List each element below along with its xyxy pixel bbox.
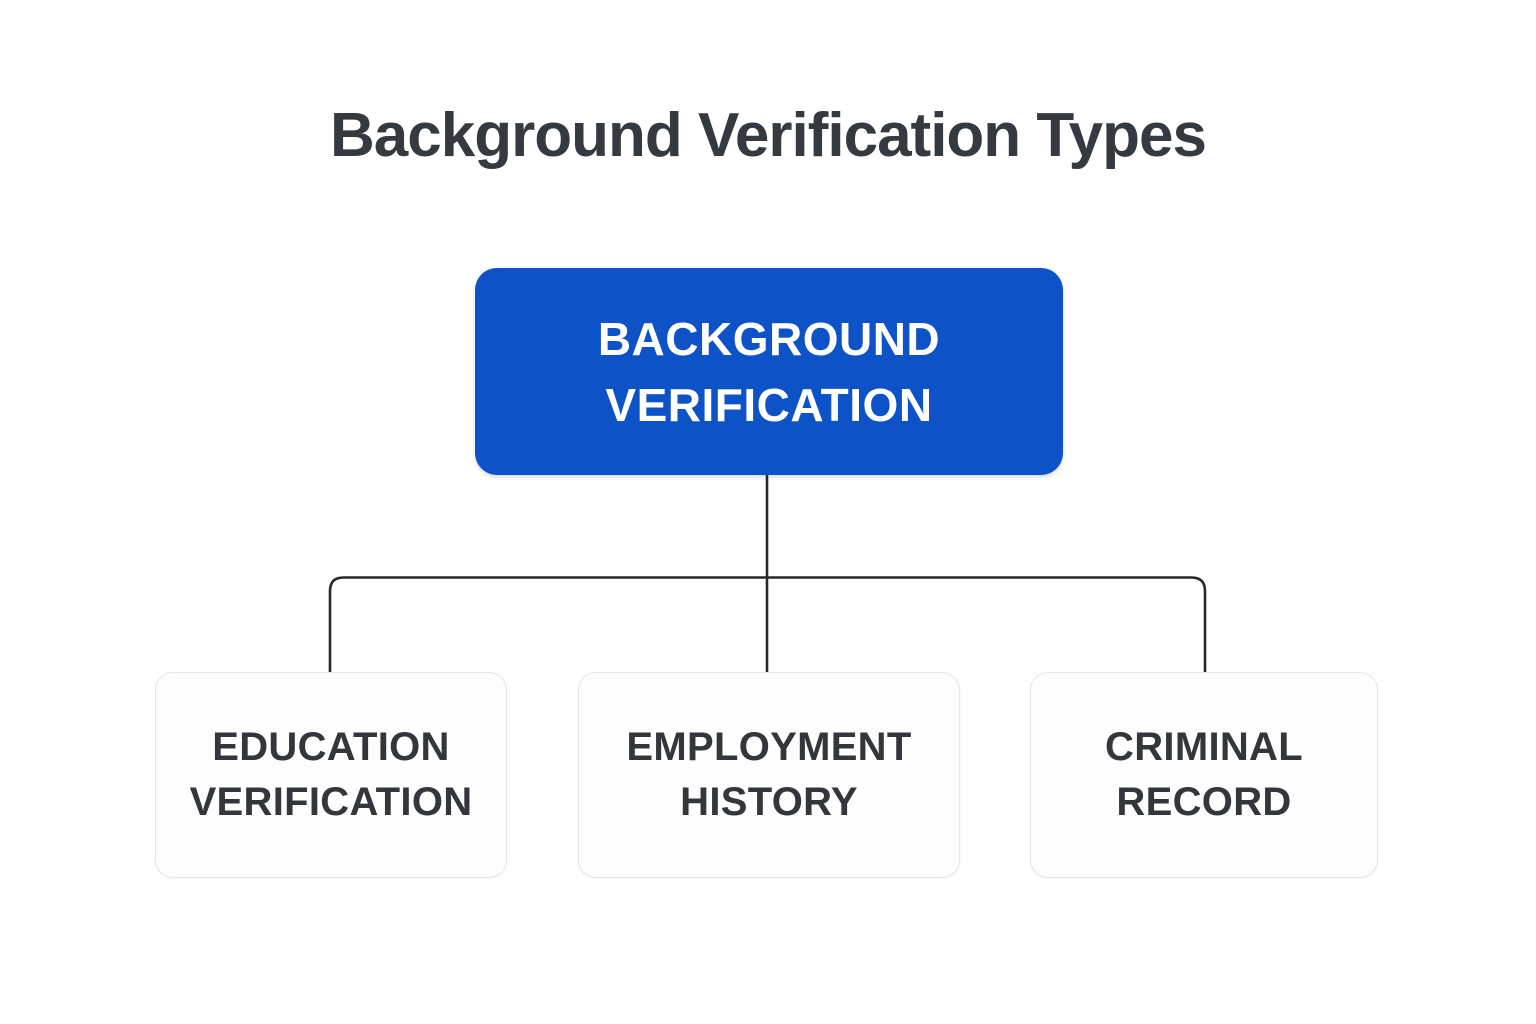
node-employment-history: EMPLOYMENT HISTORY <box>578 672 960 878</box>
node-education-verification: EDUCATION VERIFICATION <box>155 672 507 878</box>
node-criminal-record-label: CRIMINAL RECORD <box>1105 725 1303 824</box>
node-education-verification-label: EDUCATION VERIFICATION <box>189 725 473 824</box>
page-title: Background Verification Types <box>330 101 1207 170</box>
node-background-verification: BACKGROUND VERIFICATION <box>475 268 1063 475</box>
connector-branch-left-right <box>328 576 1207 672</box>
node-criminal-record: CRIMINAL RECORD <box>1030 672 1378 878</box>
node-employment-history-label: EMPLOYMENT HISTORY <box>626 725 912 824</box>
node-background-verification-label: BACKGROUND VERIFICATION <box>597 312 941 431</box>
